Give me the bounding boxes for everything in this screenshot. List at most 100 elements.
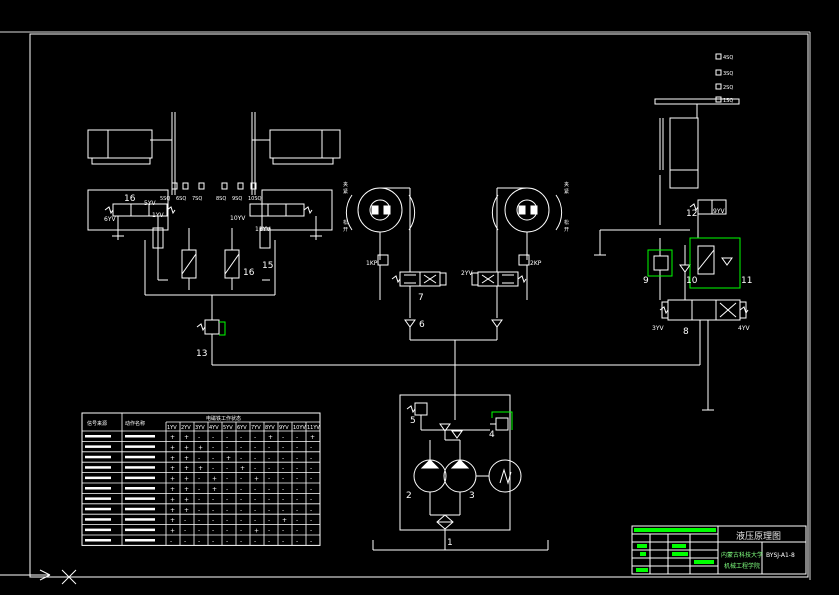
table-cell: - <box>212 528 214 535</box>
pressure-switch-1kp <box>377 254 389 266</box>
table-cell: - <box>184 528 186 535</box>
table-cell: - <box>282 528 284 535</box>
limit-switch-label: 1SQ <box>723 98 733 104</box>
check-valve-pump-left <box>439 423 451 432</box>
component-number: 3 <box>469 491 475 501</box>
table-cell: + <box>170 496 175 503</box>
table-cell: - <box>198 434 200 441</box>
table-cell: - <box>296 538 298 545</box>
table-cell: - <box>310 465 312 472</box>
table-cell: - <box>254 538 256 545</box>
table-column-header: 6YV <box>237 425 247 431</box>
table-cell-action-mark <box>125 507 155 511</box>
table-cell-action-mark <box>125 518 155 521</box>
table-cell: - <box>198 496 200 503</box>
component-number: 15 <box>262 261 273 271</box>
valve-8-small <box>152 227 164 249</box>
table-cell: - <box>254 444 256 451</box>
pump-3 <box>443 459 477 493</box>
valve-label: 11YV <box>255 226 271 233</box>
accent-drain-4 <box>491 411 513 430</box>
table-cell: + <box>184 476 189 483</box>
check-valve-11 <box>721 257 733 266</box>
valve-label: 2YV <box>461 270 473 277</box>
directional-valve-right <box>471 271 527 287</box>
power-unit-frame <box>372 394 549 551</box>
table-cell: - <box>226 434 228 441</box>
table-cell: - <box>268 507 270 514</box>
limit-switch-label: 7SQ <box>192 196 202 202</box>
limit-switch-label: 3SQ <box>723 71 733 77</box>
pump-2 <box>413 459 447 493</box>
table-cell: + <box>184 465 189 472</box>
table-cell: + <box>184 486 189 493</box>
rotation-label: 松开 <box>343 219 348 233</box>
table-cell: - <box>282 444 284 451</box>
table-cell: - <box>254 507 256 514</box>
throttle-11 <box>697 245 715 275</box>
rotary-actuator-right <box>491 187 563 260</box>
valve-label: 5YV <box>144 200 156 207</box>
table-cell-source-mark <box>85 518 111 521</box>
table-cell: - <box>212 434 214 441</box>
table-cell-source-mark <box>85 528 111 532</box>
limit-switch-label: 4SQ <box>723 55 733 61</box>
table-cell: - <box>310 476 312 483</box>
component-number: 9 <box>643 276 649 286</box>
valve-16-left <box>104 203 176 217</box>
rotation-label: 夹紧 <box>564 181 569 195</box>
component-number: 13 <box>196 349 207 359</box>
right-valve-block <box>261 189 333 231</box>
table-cell: - <box>268 455 270 462</box>
table-cell: - <box>198 538 200 545</box>
table-cell: - <box>268 496 270 503</box>
table-cell-source-mark <box>85 435 111 438</box>
rotation-label: 松开 <box>564 219 569 233</box>
table-cell: - <box>184 538 186 545</box>
table-cell: - <box>282 434 284 441</box>
table-cell: - <box>226 496 228 503</box>
table-cell: + <box>170 528 175 535</box>
table-cell: - <box>282 496 284 503</box>
rotary-actuator-left <box>345 187 416 260</box>
table-cell: - <box>198 476 200 483</box>
table-cell: - <box>282 476 284 483</box>
accent-box-9 <box>647 249 673 277</box>
table-header-source: 信号来源 <box>87 420 107 427</box>
table-cell-action-mark <box>125 435 155 438</box>
table-cell: - <box>268 465 270 472</box>
table-cell: - <box>296 507 298 514</box>
table-cell: - <box>282 507 284 514</box>
valve-label: 1KP <box>366 260 378 267</box>
table-column-header: 8YV <box>265 425 275 431</box>
table-cell-action-mark <box>125 466 155 469</box>
table-cell: - <box>226 538 228 545</box>
component-number: 8 <box>683 327 689 337</box>
table-cell: - <box>226 444 228 451</box>
table-cell: - <box>226 486 228 493</box>
pressure-valve-9 <box>653 255 669 271</box>
component-number: 16 <box>243 268 255 278</box>
table-cell: - <box>212 465 214 472</box>
component-number: 12 <box>686 209 697 219</box>
table-cell: - <box>310 517 312 524</box>
table-column-header: 7YV <box>251 425 261 431</box>
table-cell: - <box>240 476 242 483</box>
table-cell: - <box>240 496 242 503</box>
table-cell: - <box>282 538 284 545</box>
table-cell: - <box>212 455 214 462</box>
school-line1: 内蒙古科技大学 <box>721 551 763 559</box>
table-cell-source-mark <box>85 487 111 490</box>
valve-label: 3YV <box>652 325 664 332</box>
accent-drain-13 <box>219 321 226 336</box>
table-cell-source-mark <box>85 466 111 469</box>
table-cell: - <box>198 486 200 493</box>
drawing-frame-outer <box>29 33 809 578</box>
component-number: 16 <box>124 194 136 204</box>
limit-switches-right <box>715 53 722 103</box>
relief-valve-4 <box>495 417 509 431</box>
valve-label: 4YV <box>738 325 750 332</box>
table-cell: - <box>268 538 270 545</box>
pressure-valve-13 <box>204 319 220 335</box>
table-cell: - <box>240 486 242 493</box>
